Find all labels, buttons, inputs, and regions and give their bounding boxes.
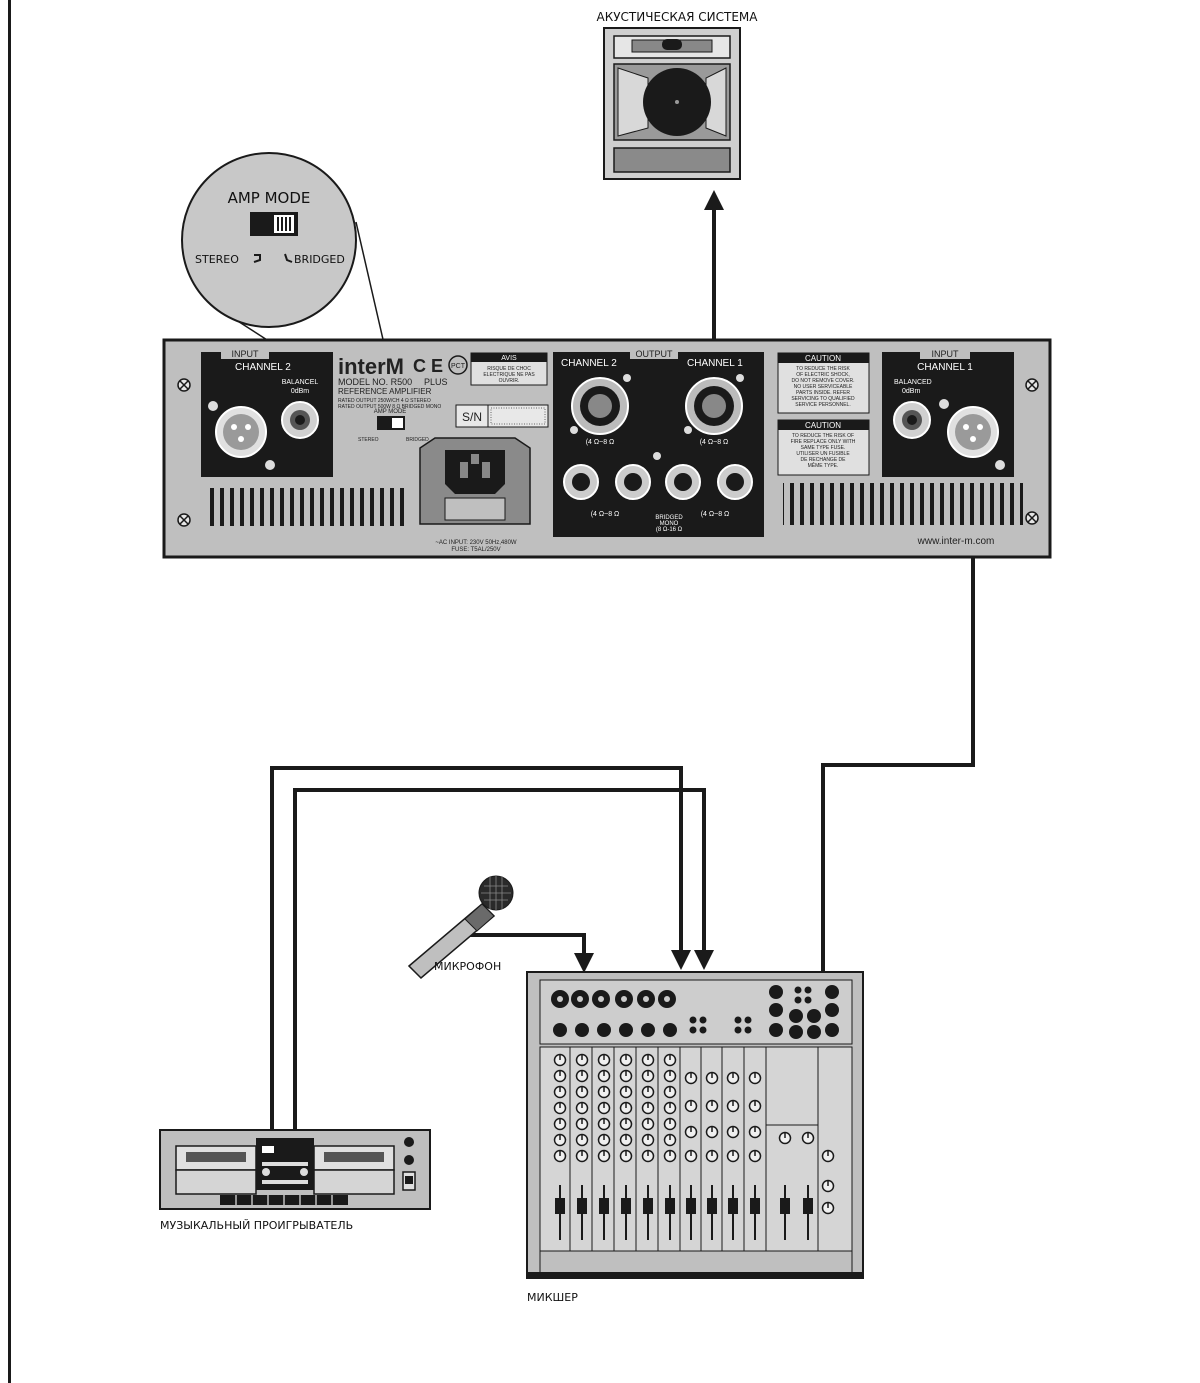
svg-text:CAUTION: CAUTION bbox=[805, 421, 841, 430]
fader bbox=[665, 1198, 675, 1214]
svg-text:(4 Ω~8 Ω: (4 Ω~8 Ω bbox=[700, 439, 729, 446]
fader bbox=[728, 1198, 738, 1214]
page-border bbox=[8, 0, 11, 1383]
cable-mixer-to-amp bbox=[821, 445, 975, 975]
fader bbox=[686, 1198, 696, 1214]
svg-text:S/N: S/N bbox=[462, 410, 482, 424]
svg-text:REFERENCE AMPLIFIER: REFERENCE AMPLIFIER bbox=[338, 387, 432, 396]
svg-text:CAUTION: CAUTION bbox=[805, 354, 841, 363]
microphone: МИКРОФОН bbox=[407, 875, 514, 980]
svg-text:SERVICE PERSONNEL.: SERVICE PERSONNEL. bbox=[795, 402, 850, 408]
svg-text:PARTS INSIDE. REFER: PARTS INSIDE. REFER bbox=[796, 390, 850, 396]
svg-text:SAME TYPE FUSE.: SAME TYPE FUSE. bbox=[801, 445, 846, 451]
music-player: МУЗЫКАЛЬНЫЙ ПРОИГРЫВАТЕЛЬ bbox=[159, 1129, 431, 1232]
svg-text:(4 Ω~8 Ω: (4 Ω~8 Ω bbox=[701, 511, 730, 518]
speaker: АКУСТИЧЕСКАЯ СИСТЕМА bbox=[596, 10, 758, 180]
svg-text:DE RECHANGE DE: DE RECHANGE DE bbox=[800, 457, 846, 463]
fader bbox=[555, 1198, 565, 1214]
fader bbox=[803, 1198, 813, 1214]
svg-text:BALANCEL: BALANCEL bbox=[282, 379, 319, 386]
svg-text:OUTPUT: OUTPUT bbox=[636, 349, 674, 359]
svg-text:BALANCED: BALANCED bbox=[894, 379, 932, 386]
svg-text:NO USER SERVICEABLE: NO USER SERVICEABLE bbox=[794, 384, 853, 390]
svg-text:STEREO: STEREO bbox=[358, 437, 379, 443]
zoom-stereo: STEREO bbox=[195, 253, 239, 266]
mixer-label: МИКШЕР bbox=[527, 1291, 578, 1304]
svg-text:INPUT: INPUT bbox=[932, 349, 960, 359]
fader bbox=[643, 1198, 653, 1214]
svg-text:0dBm: 0dBm bbox=[291, 388, 309, 395]
svg-text:PCT: PCT bbox=[451, 363, 466, 370]
cable-player-to-mixer-1 bbox=[270, 766, 691, 1130]
fader bbox=[577, 1198, 587, 1214]
cable-player-to-mixer-2 bbox=[293, 788, 714, 1130]
svg-text:CHANNEL 1: CHANNEL 1 bbox=[687, 358, 743, 369]
svg-text:FIRE REPLACE ONLY WITH: FIRE REPLACE ONLY WITH bbox=[791, 439, 856, 445]
svg-text:RATED OUTPUT 500W 8 Ω BRIDGED: RATED OUTPUT 500W 8 Ω BRIDGED MONO bbox=[338, 404, 441, 410]
svg-text:TO REDUCE THE RISK OF: TO REDUCE THE RISK OF bbox=[792, 433, 854, 439]
svg-text:OF ELECTRIC SHOCK,: OF ELECTRIC SHOCK, bbox=[796, 372, 850, 378]
svg-text:INPUT: INPUT bbox=[232, 349, 260, 359]
svg-text:CHANNEL 1: CHANNEL 1 bbox=[917, 362, 973, 373]
svg-text:CHANNEL 2: CHANNEL 2 bbox=[235, 362, 291, 373]
svg-text:AVIS: AVIS bbox=[501, 355, 517, 362]
svg-text:MÊME TYPE.: MÊME TYPE. bbox=[808, 461, 839, 469]
amp-mode-zoom: AMP MODE STEREO BRIDGED bbox=[181, 152, 357, 328]
output-panel: OUTPUT CHANNEL 2 CHANNEL 1 (4 Ω~8 Ω (4 Ω… bbox=[553, 347, 764, 537]
svg-text:PLUS: PLUS bbox=[424, 377, 448, 387]
amp-info: interM C E PCT MODEL NO. R500 PLUS REFER… bbox=[338, 352, 549, 553]
svg-text:FUSE: T5AL/250V: FUSE: T5AL/250V bbox=[451, 547, 500, 553]
caution-labels: CAUTION TO REDUCE THE RISK OF ELECTRIC S… bbox=[777, 352, 870, 476]
amplifier: INPUT CHANNEL 2 BALANCEL 0dBm interM C E… bbox=[162, 338, 1052, 559]
svg-text:SERVICING TO QUALIFIED: SERVICING TO QUALIFIED bbox=[791, 396, 855, 402]
svg-text:UTILISER UN FUSIBLE: UTILISER UN FUSIBLE bbox=[796, 451, 850, 457]
fader bbox=[780, 1198, 790, 1214]
brand-logo: interM bbox=[338, 354, 404, 379]
svg-text:C E: C E bbox=[413, 356, 443, 376]
cables bbox=[232, 190, 975, 1130]
fader bbox=[750, 1198, 760, 1214]
amp-website: www.inter-m.com bbox=[917, 536, 995, 547]
input-ch2-panel: INPUT CHANNEL 2 BALANCEL 0dBm bbox=[201, 347, 333, 477]
input-ch1-panel: INPUT CHANNEL 1 BALANCED 0dBm bbox=[882, 347, 1014, 477]
svg-text:TO REDUCE THE RISK: TO REDUCE THE RISK bbox=[796, 366, 850, 372]
svg-text:RATED OUTPUT 250W/CH 4 Ω STER: RATED OUTPUT 250W/CH 4 Ω STEREO bbox=[338, 398, 431, 404]
svg-text:(4 Ω~8 Ω: (4 Ω~8 Ω bbox=[586, 439, 615, 446]
cable-mic-to-mixer bbox=[470, 933, 594, 973]
svg-text:BRIDGED: BRIDGED bbox=[406, 437, 429, 443]
zoom-title: AMP MODE bbox=[228, 189, 311, 207]
mixer: МИКШЕР bbox=[526, 971, 864, 1304]
player-label: МУЗЫКАЛЬНЫЙ ПРОИГРЫВАТЕЛЬ bbox=[160, 1219, 353, 1232]
svg-text:ELECTRIQUE NE PAS: ELECTRIQUE NE PAS bbox=[483, 372, 535, 378]
svg-text:AMP MODE: AMP MODE bbox=[374, 409, 407, 415]
svg-text:0dBm: 0dBm bbox=[902, 388, 920, 395]
microphone-label: МИКРОФОН bbox=[434, 960, 501, 973]
fader bbox=[707, 1198, 717, 1214]
svg-text:DO NOT REMOVE COVER.: DO NOT REMOVE COVER. bbox=[792, 378, 855, 384]
svg-text:OUVRIR.: OUVRIR. bbox=[499, 378, 520, 384]
svg-text:MONO: MONO bbox=[660, 521, 679, 527]
svg-text:BRIDGED: BRIDGED bbox=[655, 515, 683, 521]
zoom-bridged: BRIDGED bbox=[294, 253, 345, 266]
amp-vent-right bbox=[783, 483, 1023, 525]
svg-text:MODEL NO. R500: MODEL NO. R500 bbox=[338, 377, 412, 387]
speaker-label: АКУСТИЧЕСКАЯ СИСТЕМА bbox=[596, 10, 758, 24]
fader bbox=[599, 1198, 609, 1214]
svg-text:RISQUE DE CHOC: RISQUE DE CHOC bbox=[487, 366, 531, 372]
amp-vent-left bbox=[205, 488, 345, 526]
svg-text:(8 Ω-16 Ω: (8 Ω-16 Ω bbox=[656, 527, 683, 533]
svg-text:(4 Ω~8 Ω: (4 Ω~8 Ω bbox=[591, 511, 620, 518]
svg-text:~AC INPUT: 230V 50Hz,480W: ~AC INPUT: 230V 50Hz,480W bbox=[435, 540, 517, 546]
fader bbox=[621, 1198, 631, 1214]
svg-text:CHANNEL 2: CHANNEL 2 bbox=[561, 358, 617, 369]
